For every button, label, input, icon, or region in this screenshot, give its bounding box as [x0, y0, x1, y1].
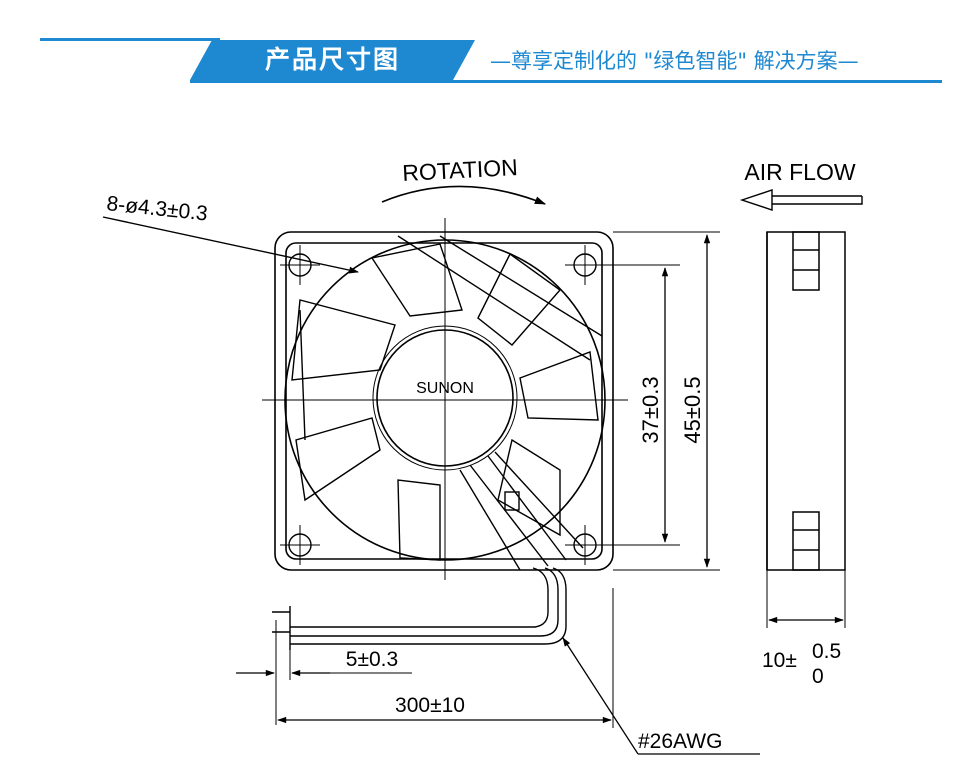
wire-gauge-leader [562, 637, 760, 755]
rotation-arrow [381, 185, 547, 205]
airflow-arrow [739, 189, 863, 211]
front-view [262, 218, 628, 580]
hole-spec-leader [102, 216, 359, 274]
dim-lead-length-label: 300±10 [395, 694, 465, 717]
brand-label: SUNON [416, 380, 474, 397]
dim-frame-size [613, 231, 720, 571]
dim-hole-spacing-label: 37±0.3 [638, 376, 663, 443]
thickness-lower-tolerance: 0 [812, 665, 824, 688]
dim-strip-length-label: 5±0.3 [346, 648, 398, 671]
airflow-label: AIR FLOW [744, 159, 855, 185]
dim-hole-spacing [592, 264, 680, 546]
header-rule-top [40, 38, 220, 41]
header-rule-bottom [190, 80, 942, 83]
dim-frame-size-label: 45±0.5 [680, 376, 705, 443]
dim-strip-length [236, 620, 412, 725]
wire-gauge-label: #26AWG [638, 730, 722, 753]
title-banner [190, 40, 475, 80]
page-subtitle: —尊享定制化的 "绿色智能" 解决方案— [490, 49, 859, 73]
page-title: 产品尺寸图 [264, 45, 400, 74]
rotation-label: ROTATION [402, 154, 519, 186]
fan-frame-outer [274, 231, 614, 571]
thickness-base-label: 10± [762, 649, 797, 672]
header: 产品尺寸图 —尊享定制化的 "绿色智能" 解决方案— [0, 0, 980, 100]
dim-lead-length [277, 588, 614, 728]
fan-frame-inner [285, 242, 603, 560]
side-view [766, 231, 846, 628]
mounting-holes [288, 253, 597, 557]
thickness-upper-tolerance: 0.5 [812, 640, 841, 663]
lead-wires [272, 567, 567, 650]
